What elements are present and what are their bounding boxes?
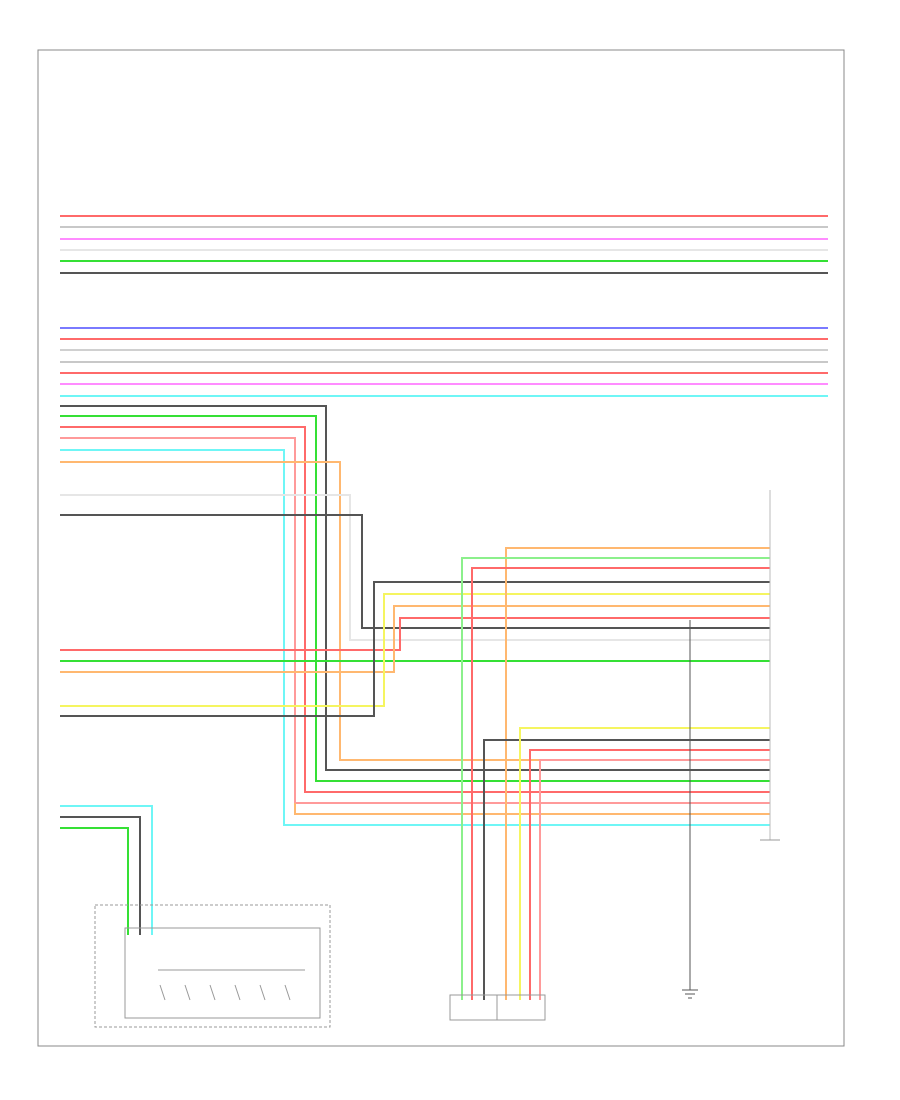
- mid-left-wires: [60, 581, 770, 717]
- right-connector: [760, 490, 780, 841]
- lower-left-wires: [60, 805, 153, 935]
- bus-group-1: [60, 215, 828, 274]
- diagram-frame: [37, 49, 845, 1047]
- center-component: [449, 994, 546, 1021]
- ground-symbol: [682, 989, 698, 999]
- bus-group-2: [60, 327, 828, 397]
- right-connector-wires: [461, 547, 770, 1000]
- left-routed-wires: [60, 405, 770, 826]
- left-component: [94, 904, 331, 1028]
